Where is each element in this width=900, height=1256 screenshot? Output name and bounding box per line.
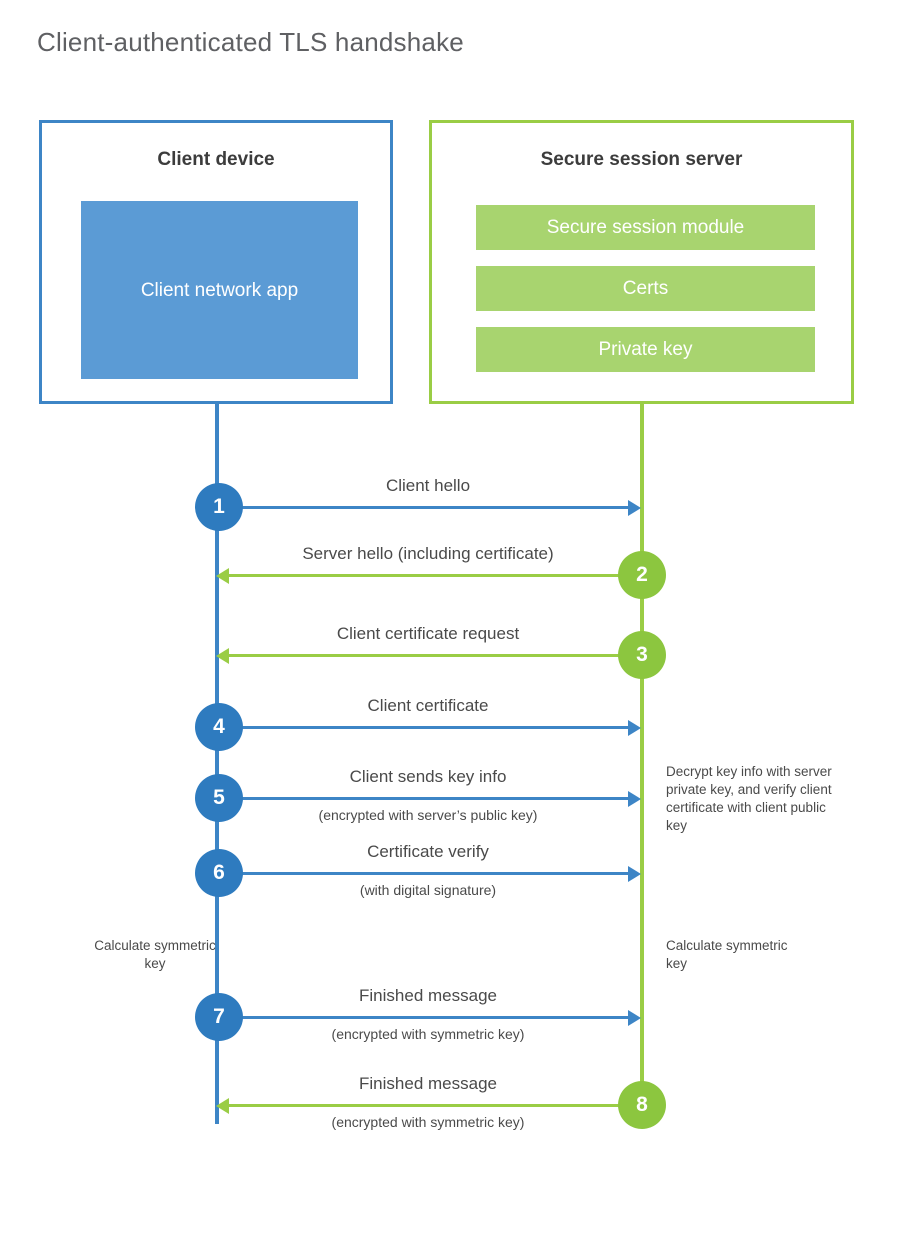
server-module-bar-private-key: Private key (476, 327, 815, 372)
page-title: Client-authenticated TLS handshake (37, 27, 464, 57)
message-label-4: Client certificate (367, 696, 489, 715)
message-sublabel-6: (with digital signature) (359, 882, 497, 898)
message-sublabel-8: (encrypted with symmetric key) (331, 1114, 525, 1130)
server-module-label: Certs (622, 277, 669, 299)
arrow-head-6 (628, 866, 641, 882)
message-label-1: Client hello (385, 476, 471, 495)
message-label-2: Server hello (including certificate) (302, 544, 554, 563)
arrow-head-4 (628, 720, 641, 736)
step-circle-2[interactable]: 2 (618, 551, 666, 599)
message-line-5 (217, 797, 630, 800)
message-label-5: Client sends key info (349, 767, 507, 786)
arrow-head-3 (216, 648, 229, 664)
secure-session-server-title: Secure session server (540, 149, 743, 170)
server-module-bar-certs: Certs (476, 266, 815, 311)
message-line-2 (229, 574, 642, 577)
server-module-bar-secure-session-module: Secure session module (476, 205, 815, 250)
server-module-label: Secure session module (546, 216, 745, 238)
message-line-4 (217, 726, 630, 729)
message-line-3 (229, 654, 642, 657)
message-label-3: Client certificate request (336, 624, 520, 643)
arrow-head-7 (628, 1010, 641, 1026)
server-lifeline (640, 404, 644, 1106)
secure-session-server-box: Secure session server Secure session mod… (429, 120, 854, 404)
arrow-head-8 (216, 1098, 229, 1114)
client-device-title: Client device (157, 149, 275, 170)
message-line-1 (217, 506, 630, 509)
step-circle-6[interactable]: 6 (195, 849, 243, 897)
step-circle-4[interactable]: 4 (195, 703, 243, 751)
arrow-head-5 (628, 791, 641, 807)
client-lifeline (215, 404, 219, 1124)
arrow-head-2 (216, 568, 229, 584)
client-device-box: Client device Client network app (39, 120, 393, 404)
step-circle-7[interactable]: 7 (195, 993, 243, 1041)
message-line-6 (217, 872, 630, 875)
note-decrypt-key-info: Decrypt key info with server private key… (666, 764, 832, 833)
arrow-head-1 (628, 500, 641, 516)
message-sublabel-5: (encrypted with server’s public key) (318, 807, 538, 823)
note-calculate-symmetric-key-client: Calculate symmetric key (94, 938, 216, 971)
client-network-app-block: Client network app (81, 201, 358, 379)
message-line-7 (217, 1016, 630, 1019)
message-line-8 (229, 1104, 642, 1107)
step-circle-1[interactable]: 1 (195, 483, 243, 531)
note-calculate-symmetric-key-server: Calculate symmetric key (666, 938, 788, 971)
message-label-7: Finished message (359, 986, 497, 1005)
step-circle-3[interactable]: 3 (618, 631, 666, 679)
message-label-6: Certificate verify (367, 842, 489, 861)
message-sublabel-7: (encrypted with symmetric key) (331, 1026, 525, 1042)
message-label-8: Finished message (359, 1074, 497, 1093)
step-circle-5[interactable]: 5 (195, 774, 243, 822)
server-module-label: Private key (598, 338, 693, 360)
client-network-app-label: Client network app (140, 279, 299, 301)
step-circle-8[interactable]: 8 (618, 1081, 666, 1129)
